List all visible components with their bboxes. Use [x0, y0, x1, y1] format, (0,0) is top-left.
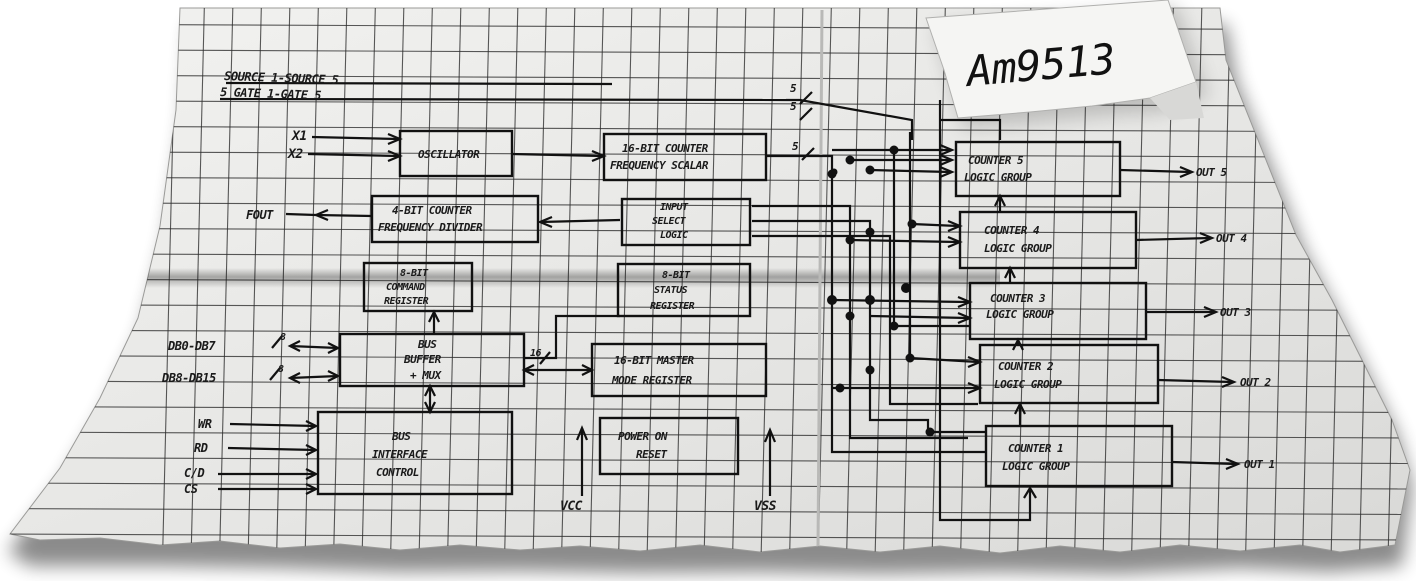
out2-label: OUT 2 — [1240, 376, 1271, 389]
master-line2: MODE REGISTER — [611, 374, 692, 387]
width-5-b: 5 — [790, 100, 797, 113]
vss-label: VSS — [754, 499, 777, 514]
out1-label: OUT 1 — [1244, 458, 1275, 471]
scaler-line1: 16-BIT COUNTER — [622, 142, 709, 155]
status-line1: 8-BIT — [662, 270, 691, 281]
fout-label: FOUT — [246, 208, 274, 222]
bic-line2: INTERFACE — [372, 448, 428, 461]
x1-label: X1 — [291, 129, 307, 144]
width-16: 16 — [530, 348, 542, 359]
bic-line1: BUS — [391, 430, 411, 443]
sticky-note: Am9513 — [926, 0, 1208, 128]
counter5-line2: LOGIC GROUP — [964, 171, 1032, 184]
bus-line2: BUFFER — [403, 353, 442, 366]
scaler-line2: FREQUENCY SCALAR — [610, 159, 709, 172]
vcc-label: VCC — [560, 499, 583, 514]
width-5-c: 5 — [792, 140, 799, 153]
out3-label: OUT 3 — [1220, 306, 1251, 319]
rd-label: RD — [194, 441, 208, 455]
bic-line3: CONTROL — [376, 466, 419, 479]
out4-label: OUT 4 — [1216, 232, 1247, 245]
counter3-line1: COUNTER 3 — [990, 292, 1046, 305]
por-line1: POWER ON — [618, 430, 668, 443]
master-line1: 16-BIT MASTER — [614, 354, 694, 367]
status-line3: REGISTER — [650, 301, 695, 312]
por-line2: RESET — [636, 448, 667, 461]
input-line1: INPUT — [660, 202, 689, 213]
width-8-a: 8 — [280, 332, 286, 343]
counter2-line2: LOGIC GROUP — [994, 378, 1062, 391]
divider-line2: FREQUENCY DIVIDER — [378, 221, 483, 234]
bus-line3: + MUX — [410, 369, 442, 382]
counter3-line2: LOGIC GROUP — [986, 308, 1054, 321]
db-low-label: DB0-DB7 — [167, 339, 216, 353]
counter1-line1: COUNTER 1 — [1008, 442, 1063, 455]
paper-crease — [100, 268, 1000, 288]
width-5-a: 5 — [790, 82, 797, 95]
x2-label: X2 — [287, 147, 303, 162]
input-line3: LOGIC — [660, 230, 688, 241]
wr-label: WR — [198, 417, 212, 431]
input-line2: SELECT — [652, 216, 687, 227]
width-8-b: 8 — [278, 364, 284, 375]
cs-label: CS — [184, 482, 198, 496]
status-line2: STATUS — [654, 285, 688, 296]
cmd-line2: COMMAND — [386, 282, 425, 293]
divider-line1: 4-BIT COUNTER — [392, 204, 472, 217]
out5-label: OUT 5 — [1196, 166, 1227, 179]
bus-line1: BUS — [417, 338, 437, 351]
cmd-line1: 8-BIT — [400, 268, 429, 279]
oscillator-label: OSCILLATOR — [418, 148, 480, 161]
counter5-line1: COUNTER 5 — [968, 154, 1024, 167]
counter2-line1: COUNTER 2 — [998, 360, 1054, 373]
cmd-line3: REGISTER — [384, 296, 429, 307]
counter1-line2: LOGIC GROUP — [1002, 460, 1070, 473]
db-high-label: DB8-DB15 — [161, 371, 216, 385]
cd-label: C/D — [184, 466, 204, 480]
counter4-line2: LOGIC GROUP — [984, 242, 1052, 255]
counter4-line1: COUNTER 4 — [984, 224, 1040, 237]
